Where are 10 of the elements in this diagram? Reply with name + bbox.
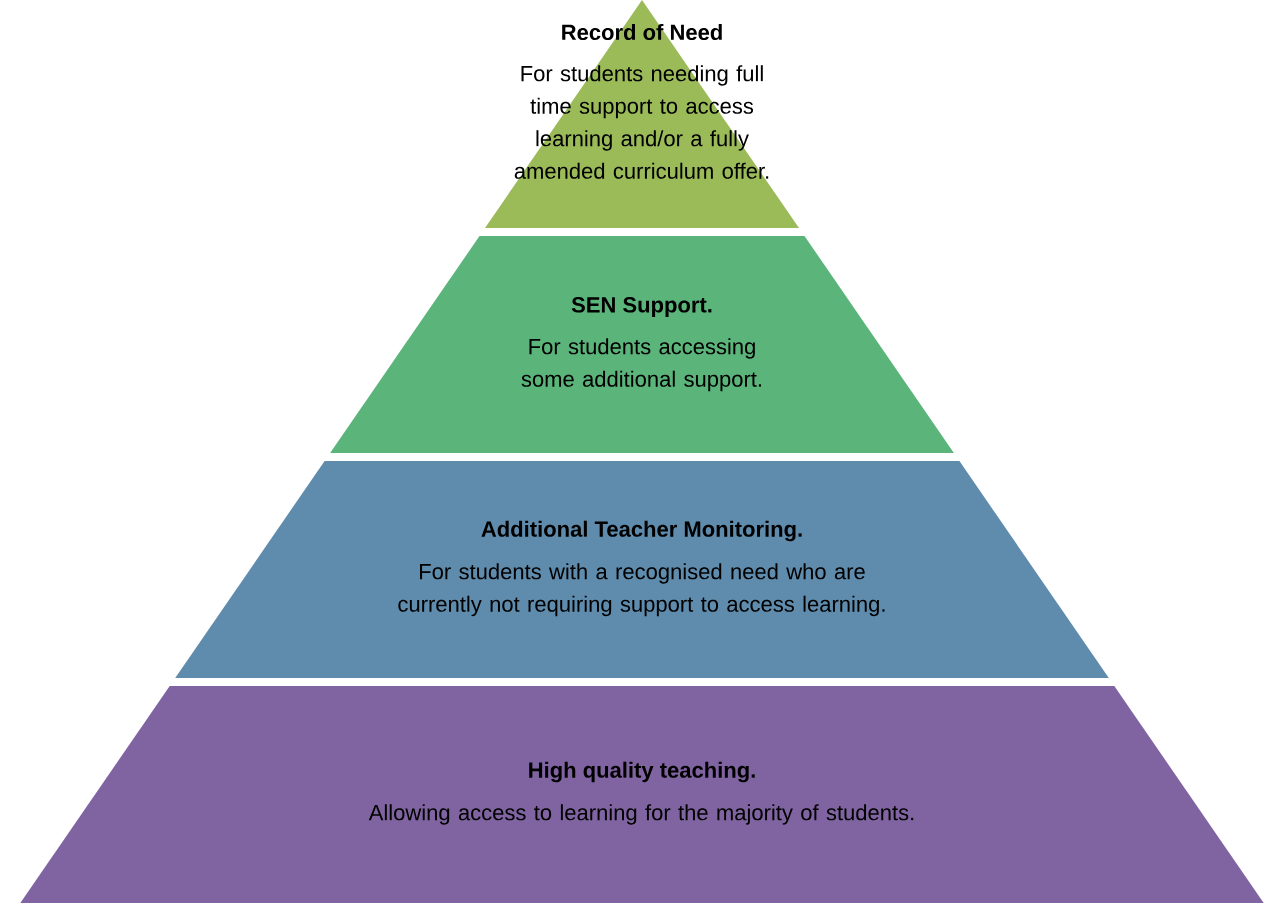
layer-description: For students accessing some additional support. [521,338,761,392]
pyramid-layer [485,0,799,228]
layer-heading: High quality teaching. [529,761,755,783]
pyramid-layer [175,461,1109,678]
layer-description: For students with a recognised need who are currently not requiring support to access learning. [398,563,885,617]
layer-heading: SEN Support. [571,297,712,317]
pyramid-layer [330,236,954,453]
pyramid-layer [20,686,1264,903]
layer-heading: Additional Teacher Monitoring. [481,520,802,542]
layer-description: Allowing access to learning for the majority of students. [368,804,914,825]
